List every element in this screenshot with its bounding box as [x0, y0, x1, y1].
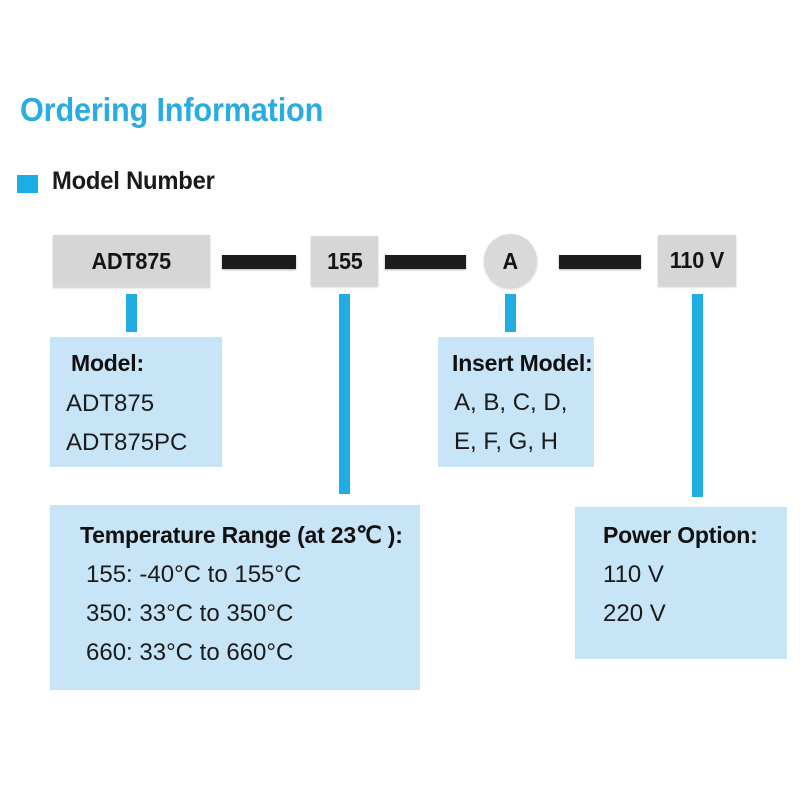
callout-insert-model-line-1: A, B, C, D, — [454, 389, 568, 416]
callout-power-option-line-1: 110 V — [603, 561, 664, 588]
part-segment-insert[interactable]: A — [484, 234, 537, 288]
bullet-square-icon — [17, 175, 38, 193]
part-segment-model-label: ADT875 — [91, 247, 172, 274]
connector-insert — [505, 294, 516, 332]
callout-temperature-range-line-3: 660: 33°C to 660°C — [86, 639, 294, 666]
callout-temperature-range-line-2: 350: 33°C to 350°C — [86, 600, 294, 627]
callout-power-option-heading: Power Option: — [603, 522, 758, 548]
connector-power — [692, 294, 703, 497]
section-title-model-number: Model Number — [52, 167, 215, 195]
part-segment-power[interactable]: 110 V — [658, 235, 736, 286]
callout-power-option-line-2: 220 V — [603, 600, 666, 627]
part-segment-temperature-label: 155 — [326, 247, 363, 274]
callout-model-line-1: ADT875 — [66, 390, 155, 417]
separator-dash-2 — [385, 255, 466, 269]
callout-insert-model-heading: Insert Model: — [452, 350, 593, 376]
part-segment-power-label: 110 V — [669, 247, 725, 273]
callout-temperature-range: Temperature Range (at 23℃ ): 155: -40°C … — [50, 505, 420, 690]
callout-insert-model-line-2: E, F, G, H — [454, 428, 559, 455]
callout-model: Model: ADT875 ADT875PC — [50, 337, 222, 467]
connector-model — [126, 294, 137, 332]
connector-temperature — [339, 294, 350, 494]
callout-power-option: Power Option: 110 V 220 V — [575, 507, 787, 659]
separator-dash-3 — [559, 255, 641, 269]
separator-dash-1 — [222, 255, 296, 269]
part-segment-temperature[interactable]: 155 — [311, 236, 378, 286]
page-title: Ordering Information — [20, 91, 324, 128]
callout-model-heading: Model: — [71, 350, 144, 376]
part-segment-model[interactable]: ADT875 — [53, 235, 210, 287]
callout-model-line-2: ADT875PC — [66, 429, 188, 456]
callout-temperature-range-line-1: 155: -40°C to 155°C — [86, 561, 302, 588]
callout-temperature-range-heading: Temperature Range (at 23℃ ): — [80, 522, 403, 548]
callout-insert-model: Insert Model: A, B, C, D, E, F, G, H — [438, 337, 594, 467]
part-segment-insert-label: A — [502, 247, 519, 274]
